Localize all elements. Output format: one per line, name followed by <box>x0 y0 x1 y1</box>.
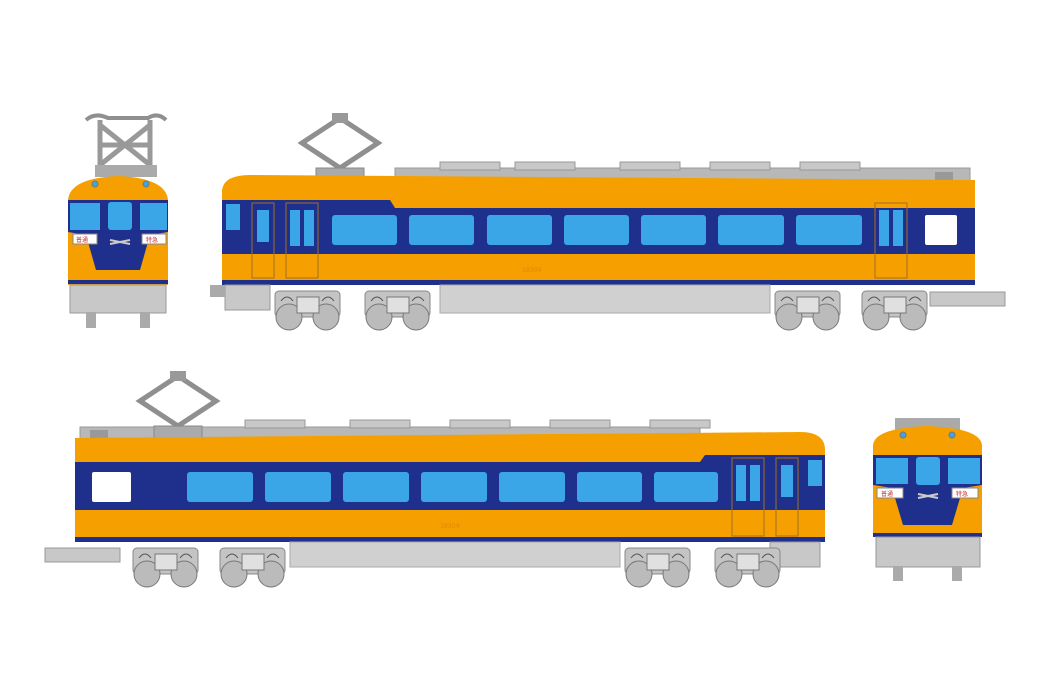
pantograph-front <box>84 113 168 177</box>
headboard-left: 普通 <box>76 236 88 244</box>
windows <box>92 472 718 502</box>
car-number: 18304 <box>522 267 542 274</box>
windows <box>332 215 957 245</box>
underframe-front <box>69 284 167 314</box>
side-car-bottom: 18304 <box>44 371 825 588</box>
pantograph <box>302 113 378 182</box>
bogie <box>219 547 286 588</box>
underframe-front <box>875 536 981 568</box>
front-view-bottom: 普通 特急 <box>873 418 982 581</box>
headboard-left: 普通 <box>881 490 893 498</box>
bogie <box>132 547 199 588</box>
bogie <box>861 290 928 331</box>
front-door-window <box>108 202 132 230</box>
underfloor-equipment <box>289 541 621 568</box>
underfloor-equipment <box>439 284 771 314</box>
front-window-left <box>70 203 100 230</box>
bogie <box>364 290 431 331</box>
side-car-top: 18304 <box>210 113 1006 331</box>
headboard-right: 特急 <box>146 236 158 244</box>
bogie <box>274 290 341 331</box>
bogie <box>714 547 781 588</box>
bogie <box>624 547 691 588</box>
front-view-top: 普通 特急 <box>68 113 168 328</box>
car-number: 18304 <box>440 523 460 530</box>
front-window-right <box>140 203 167 230</box>
headboard-right: 特急 <box>956 490 968 498</box>
bogie <box>774 290 841 331</box>
